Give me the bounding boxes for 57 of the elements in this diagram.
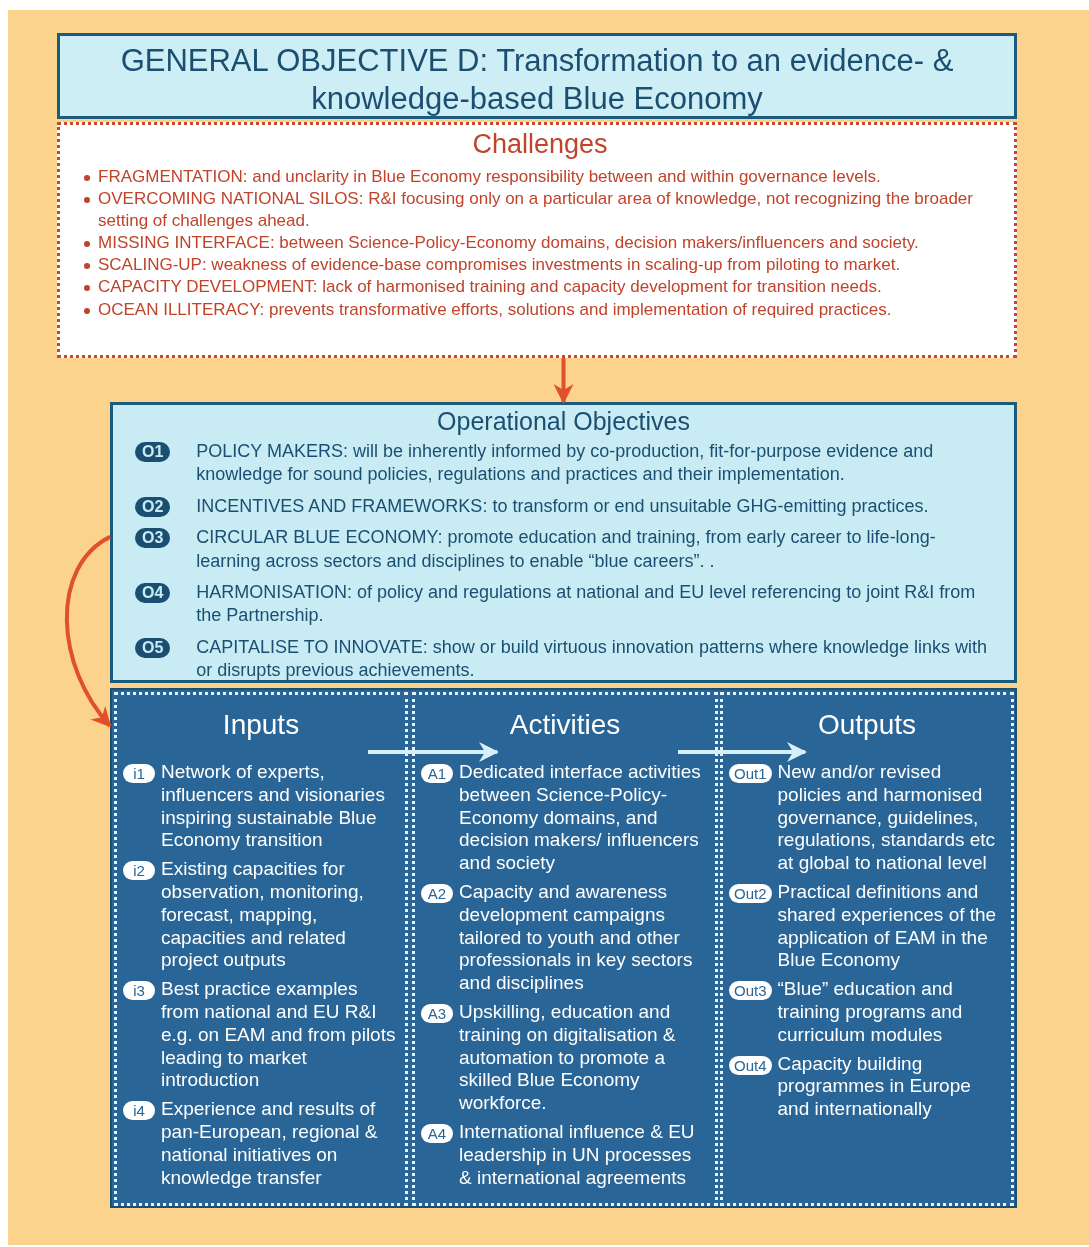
objectives-panel	[110, 402, 1017, 683]
number-badge: O3	[135, 528, 171, 549]
item-text: Practical definitions and shared experiences of the application of EAM in the Blue Economy	[777, 881, 998, 973]
item-text: Upskilling, education and training on digitalisation & automation to promote a skilled Blue Economy workforce.	[459, 1000, 677, 1115]
number-badge: A3	[421, 1003, 453, 1023]
title-text: GENERAL OBJECTIVE D: Transformation to an evidence- & knowledge-based Blue Economy	[119, 42, 955, 118]
number-badge: i4	[123, 1101, 155, 1121]
inputs-column	[114, 692, 408, 1206]
item-text: International influence & EU leadership in UN processes & international agreements	[459, 1120, 696, 1190]
arrow	[368, 742, 499, 762]
number-badge: i1	[123, 764, 155, 783]
panel-heading: Outputs	[816, 709, 918, 741]
logic-model-panel	[110, 688, 1017, 1208]
bullet-text: OCEAN ILLITERACY: prevents transformative efforts, solutions and implementation of required practices.	[98, 298, 892, 321]
number-badge: Out2	[729, 884, 772, 903]
bullet-text: CAPACITY DEVELOPMENT: lack of harmonised training and capacity development for transition needs.	[98, 276, 882, 299]
item-text: CIRCULAR BLUE ECONOMY: promote education and training, from early career to life-long-learning across sectors and disciplines to enable “blue careers”. .	[196, 526, 937, 573]
number-badge: O1	[135, 442, 171, 462]
item-text: Dedicated interface activities between Science-Policy-Economy domains, and decision makers/ influencers and society	[459, 761, 702, 875]
number-badge: Out1	[729, 764, 772, 783]
panel-heading: Challenges	[471, 129, 609, 160]
panel-heading: Activities	[508, 709, 622, 741]
challenges-panel	[57, 122, 1017, 358]
item-text: POLICY MAKERS: will be inherently informed by co-production, fit-for-purpose evidence and knowledge for sound policies, regulations and practices and their implementation.	[196, 440, 935, 487]
arrow	[678, 742, 807, 762]
bullet-text: MISSING INTERFACE: between Science-Policy-Economy domains, decision makers/influencers and society.	[98, 232, 919, 255]
number-badge: O5	[135, 637, 171, 658]
number-badge: O2	[135, 496, 171, 517]
number-badge: Out3	[729, 981, 772, 1001]
number-badge: i2	[123, 861, 155, 881]
number-badge: A2	[421, 884, 453, 903]
number-badge: A1	[421, 764, 453, 783]
item-text: Capacity building programmes in Europe and internationally	[777, 1052, 972, 1121]
item-text: “Blue” education and training programs and curriculum modules	[777, 978, 964, 1047]
title-banner	[57, 33, 1017, 119]
bullet-text: SCALING-UP: weakness of evidence-base compromises investments in scaling-up from piloting to market.	[98, 254, 901, 277]
item-text: Best practice examples from national and EU R&I e.g. on EAM and from pilots leading to market introduction	[161, 978, 397, 1093]
item-text: INCENTIVES AND FRAMEWORKS: to transform or end unsuitable GHG-emitting practices.	[196, 494, 929, 518]
number-badge: i3	[123, 981, 155, 1001]
item-text: Capacity and awareness development campaigns tailored to youth and other professionals in key sectors and disciplines	[459, 881, 694, 995]
item-text: Existing capacities for observation, monitoring, forecast, mapping, capacities and related project outputs	[161, 858, 365, 973]
item-text: Experience and results of pan-European, regional & national initiatives on knowledge transfer	[161, 1098, 379, 1190]
number-badge: O4	[135, 582, 171, 603]
number-badge: A4	[421, 1123, 453, 1143]
panel-heading: Operational Objectives	[436, 407, 691, 436]
arrow	[64, 535, 112, 728]
arrow	[553, 358, 574, 404]
item-text: HARMONISATION: of policy and regulations at national and EU level referencing to joint R&I from the Partnership.	[196, 580, 977, 628]
bullet-text: FRAGMENTATION: and unclarity in Blue Economy responsibility between and within governance levels.	[98, 166, 881, 188]
bullet-text: OVERCOMING NATIONAL SILOS: R&I focusing only on a particular area of knowledge, not recognizing the broader setting of challenges ahead.	[98, 188, 974, 233]
item-text: Network of experts, influencers and visionaries inspiring sustainable Blue Economy transition	[161, 761, 386, 853]
activities-column	[412, 692, 718, 1206]
item-text: New and/or revised policies and harmonised governance, guidelines, regulations, standards etc at global to national level	[777, 761, 997, 875]
number-badge: Out4	[729, 1055, 772, 1075]
outputs-column	[720, 692, 1014, 1206]
item-text: CAPITALISE TO INNOVATE: show or build virtuous innovation patterns where knowledge links with or disrupts previous achievements.	[196, 635, 989, 683]
panel-heading: Inputs	[221, 709, 301, 741]
